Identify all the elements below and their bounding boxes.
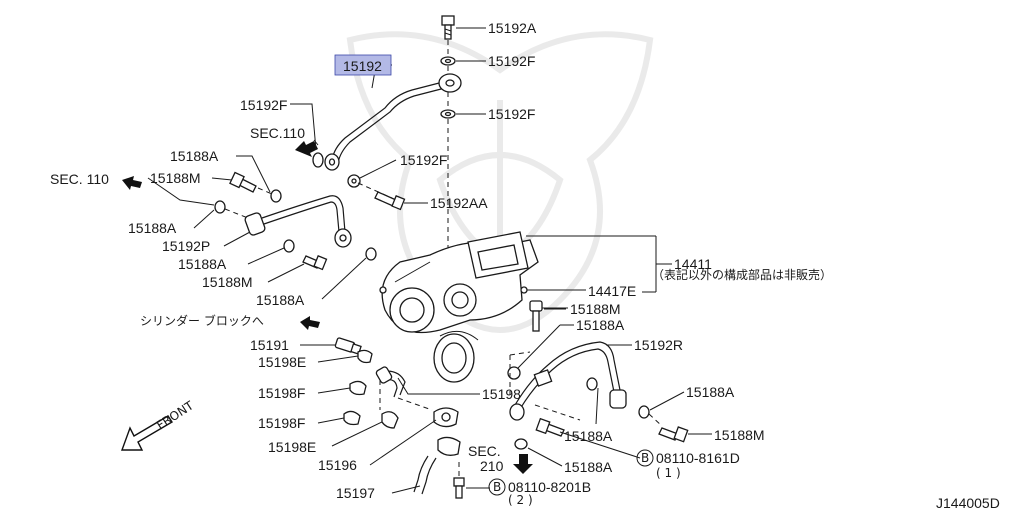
label-15188M-2: 15188M	[202, 274, 253, 290]
label-b2-circle: B	[493, 480, 501, 494]
label-15192R: 15192R	[634, 337, 683, 353]
label-15192AA: 15192AA	[430, 195, 488, 211]
label-15188A-4: 15188A	[256, 292, 305, 308]
washer-15192F-top[interactable]	[440, 56, 456, 66]
label-15198F-1: 15198F	[258, 385, 305, 401]
fitting-15191[interactable]	[334, 337, 362, 355]
clip-15198F-1[interactable]	[349, 380, 367, 396]
bolt-15188M-2[interactable]	[302, 255, 328, 271]
label-15192F-1: 15192F	[488, 53, 535, 69]
washer-15188A-8[interactable]	[514, 438, 528, 450]
washer-15188A-4[interactable]	[365, 247, 377, 261]
diagram-code: J144005D	[936, 495, 1000, 511]
label-14417E: 14417E	[588, 283, 636, 299]
label-15192F-2: 15192F	[240, 97, 287, 113]
oil-pipe-15192R[interactable]	[509, 341, 627, 421]
label-15192A: 15192A	[488, 20, 537, 36]
washer-15192F-right[interactable]	[347, 174, 361, 188]
label-15192-highlighted[interactable]: 15192	[343, 58, 382, 74]
label-15191: 15191	[250, 337, 289, 353]
arrow-cylinder-block	[300, 316, 320, 330]
label-sec110-b: SEC. 110	[50, 171, 109, 187]
label-15188A-6: 15188A	[686, 384, 735, 400]
washer-15188A-5[interactable]	[507, 366, 521, 380]
washer-15192F-left[interactable]	[312, 152, 324, 168]
bolt-08110-8201B[interactable]	[453, 477, 465, 499]
bolt-15188M-1[interactable]	[229, 171, 257, 193]
washer-15188A-6[interactable]	[586, 377, 598, 391]
bolt-15192AA[interactable]	[374, 191, 406, 211]
arrow-sec110-b	[122, 176, 142, 190]
label-15198E-1: 15198E	[258, 354, 306, 370]
oil-pipe-15192[interactable]	[324, 73, 462, 171]
label-15188A-1: 15188A	[170, 148, 219, 164]
clamp-15198E-2[interactable]	[381, 411, 399, 429]
bolt-08110-8161D[interactable]	[535, 417, 565, 437]
washer-15188A-1[interactable]	[270, 189, 282, 203]
washer-15188A-3[interactable]	[283, 239, 295, 253]
label-b1-qty: ( 1 )	[656, 466, 681, 480]
leader-lines	[147, 27, 712, 494]
bolt-15188M-4[interactable]	[658, 426, 689, 443]
label-front: FRONT	[154, 398, 197, 432]
label-15188A-3: 15188A	[178, 256, 227, 272]
bolt-marker-circle-1	[636, 449, 654, 467]
watermark-emblem	[346, 31, 654, 333]
clamp-15198E-1[interactable]	[357, 349, 373, 364]
drain-tube-15197[interactable]	[413, 436, 461, 495]
label-15198F-2: 15198F	[258, 415, 305, 431]
hose-15198[interactable]	[375, 366, 406, 398]
highlighted-part-box	[334, 54, 392, 76]
front-arrow-icon	[121, 415, 173, 451]
washer-15192F-mid[interactable]	[440, 109, 456, 119]
label-14411: 14411	[674, 256, 712, 272]
label-15188M-4: 15188M	[714, 427, 765, 443]
arrow-sec210	[513, 454, 533, 474]
bolt-15188M-3[interactable]	[529, 300, 543, 332]
fitting-14417E[interactable]	[520, 286, 586, 294]
label-15188A-2: 15188A	[128, 220, 177, 236]
label-sec210-b: 210	[480, 458, 504, 474]
label-15197: 15197	[336, 485, 375, 501]
bolt-15192A[interactable]	[441, 15, 455, 40]
bolt-marker-circle-2	[488, 478, 506, 496]
label-b2-qty: ( 2 )	[508, 493, 533, 507]
label-15188M-3: 15188M	[570, 301, 621, 317]
label-15198: 15198	[482, 386, 521, 402]
part-labels: 15192A 15192F 15192 15192F 15192F SEC.11…	[50, 20, 1000, 511]
label-08110-8161D: 08110-8161D	[656, 450, 740, 466]
washer-15188A-2[interactable]	[214, 200, 226, 214]
label-15192P: 15192P	[162, 238, 210, 254]
label-sec210-a: SEC.	[468, 443, 501, 459]
clip-15198F-2[interactable]	[343, 410, 361, 426]
label-15198E-2: 15198E	[268, 439, 316, 455]
turbocharger-14411[interactable]	[379, 231, 539, 383]
label-b1-circle: B	[641, 451, 649, 465]
label-15196: 15196	[318, 457, 357, 473]
oil-pipe-15192P[interactable]	[244, 195, 352, 248]
label-15188A-5: 15188A	[576, 317, 625, 333]
label-sec110-a: SEC.110	[250, 125, 305, 141]
label-15192F-3: 15192F	[488, 106, 535, 122]
arrow-sec110-a	[295, 141, 318, 157]
gasket-15196[interactable]	[433, 407, 459, 428]
label-15188M-1: 15188M	[150, 170, 201, 186]
label-08110-8201B: 08110-8201B	[508, 479, 591, 495]
label-15188A-8: 15188A	[564, 459, 613, 475]
label-15192F-4: 15192F	[400, 152, 447, 168]
label-14411-note: （表記以外の構成部品は非販売）	[652, 267, 832, 282]
washer-15188A-7[interactable]	[638, 405, 650, 419]
label-cylinder-block: シリンダー ブロックへ	[140, 313, 264, 328]
label-15188A-7: 15188A	[564, 428, 613, 444]
